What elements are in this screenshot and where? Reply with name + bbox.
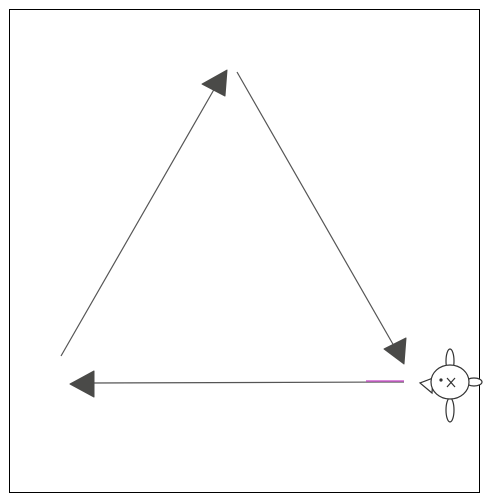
diagram-frame [9,9,480,493]
arrow-right-down [236,71,407,365]
turtle-sprite-icon [418,348,483,423]
arrow-bottom-left-head [69,370,95,398]
sprite-bottom-leg [445,397,455,423]
arrow-left-up [60,69,228,357]
sprite-eye [439,378,443,382]
arrow-left-up-head [201,69,228,97]
arrow-bottom-left-line [91,381,405,384]
sprite-mark-b [446,377,456,388]
arrow-bottom-left [69,370,405,398]
arrow-right-down-line [236,71,395,347]
arrow-right-down-head [383,337,407,365]
arrow-left-up-line [60,85,217,357]
